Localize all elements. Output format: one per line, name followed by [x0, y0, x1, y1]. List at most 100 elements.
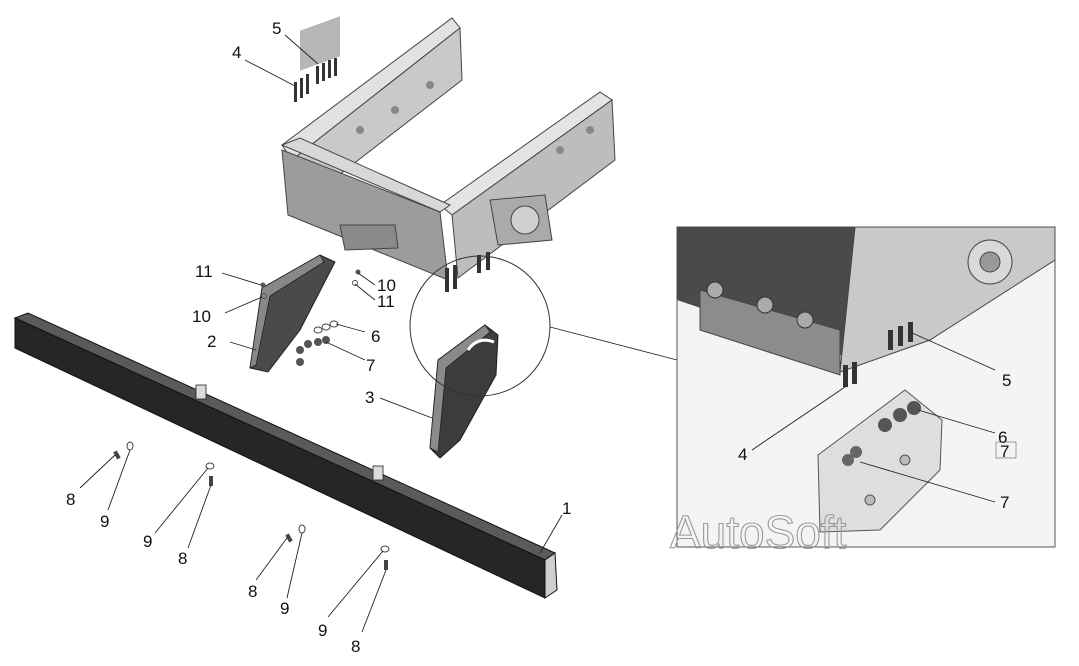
detail-nut — [842, 454, 854, 466]
hardware-bumper — [113, 441, 390, 570]
bracket-2-face — [249, 254, 325, 369]
washer — [313, 326, 323, 334]
detail-nut — [907, 401, 921, 415]
bracket-3 — [429, 324, 499, 459]
frame-bolt-hole — [556, 146, 564, 154]
bumper-1 — [13, 312, 558, 599]
callout-9: 9 — [318, 621, 327, 640]
detail-hole — [796, 311, 814, 329]
frame-bolt-hole — [586, 126, 594, 134]
callout-8: 8 — [178, 549, 187, 568]
nut — [322, 336, 330, 344]
frame-pivot-right — [510, 205, 540, 235]
nut — [304, 340, 312, 348]
detail-stud — [852, 362, 857, 384]
detail-stud — [898, 326, 903, 346]
watermark-text: AutoSoft — [670, 506, 847, 558]
detail-pivot-inner — [979, 251, 1001, 273]
frame-assembly — [280, 16, 616, 292]
detail-hole — [706, 281, 724, 299]
washer — [329, 320, 339, 328]
callout-1: 1 — [562, 499, 571, 518]
detail-nut — [850, 446, 862, 458]
bolt-set-5 — [316, 58, 337, 84]
callout-4: 4 — [232, 43, 241, 62]
detail-callout-5: 5 — [1002, 371, 1011, 390]
frame-right-rail-side — [451, 99, 616, 279]
callout-10: 10 — [377, 276, 396, 295]
washer — [352, 280, 358, 286]
washer — [321, 323, 331, 331]
frame-bolt-hole — [356, 126, 364, 134]
washer — [298, 524, 306, 534]
frame-bolt-hole — [391, 106, 399, 114]
callout-labels: 5 4 11 10 2 10 11 6 7 3 1 8 9 9 8 8 9 9 … — [66, 19, 1011, 656]
washer — [380, 545, 390, 553]
nut — [355, 269, 361, 275]
callout-2: 2 — [207, 332, 216, 351]
frame-stud — [486, 252, 490, 270]
detail-hole — [756, 296, 774, 314]
frame-bolt-hole — [426, 81, 434, 89]
detail-nut — [878, 418, 892, 432]
bolt — [328, 60, 331, 78]
bolt — [334, 58, 337, 76]
leader-lines — [79, 34, 563, 633]
nut — [296, 358, 304, 366]
bumper-tab — [372, 465, 384, 481]
callout-10: 10 — [192, 307, 211, 326]
bolt — [384, 560, 388, 570]
nut — [314, 338, 322, 346]
bolt — [322, 63, 325, 81]
bracket-2 — [249, 254, 336, 373]
detail-callout-7: 7 — [1000, 442, 1009, 461]
callout-8: 8 — [351, 637, 360, 656]
bumper-end — [544, 552, 558, 599]
detail-nut — [893, 408, 907, 422]
detail-bracket-plate — [817, 389, 943, 533]
bracket-3-hook — [466, 338, 495, 351]
washer — [126, 441, 134, 451]
frame-stud — [445, 268, 449, 292]
callout-8: 8 — [248, 582, 257, 601]
callout-5: 5 — [272, 19, 281, 38]
nut — [260, 282, 266, 288]
callout-11: 11 — [195, 262, 213, 281]
frame-hitch-block — [339, 224, 399, 251]
bolt — [285, 533, 293, 543]
callout-9: 9 — [280, 599, 289, 618]
frame-stud — [477, 255, 481, 273]
bolt-set-4 — [294, 74, 309, 102]
detail-hole — [864, 494, 876, 506]
bolt — [316, 66, 319, 84]
callout-8: 8 — [66, 490, 75, 509]
callout-3: 3 — [365, 388, 374, 407]
detail-callout-4: 4 — [738, 445, 747, 464]
frame-cross-member-top — [280, 137, 452, 213]
bolt — [294, 82, 297, 102]
callout-7: 7 — [366, 356, 375, 375]
bolt — [113, 450, 121, 460]
bolt — [300, 78, 303, 98]
bracket-3-face — [429, 324, 491, 453]
detail-callout-7: 7 — [1000, 493, 1009, 512]
callout-11: 11 — [377, 292, 395, 311]
washer — [205, 462, 215, 470]
detail-view — [676, 226, 1056, 548]
callout-6: 6 — [371, 327, 380, 346]
callout-9: 9 — [143, 532, 152, 551]
detail-stud — [843, 365, 848, 387]
bolt — [209, 476, 213, 486]
detail-callout-6: 6 — [998, 428, 1007, 447]
bolt — [306, 74, 309, 94]
hardware-small — [260, 269, 361, 366]
detail-cross-member — [699, 289, 841, 376]
nut — [296, 346, 304, 354]
frame-stud — [453, 265, 457, 289]
detail-stud — [888, 330, 893, 350]
detail-circle — [409, 255, 551, 397]
callout-9: 9 — [100, 512, 109, 531]
detail-connector — [549, 326, 678, 361]
bumper-tab — [195, 384, 207, 400]
